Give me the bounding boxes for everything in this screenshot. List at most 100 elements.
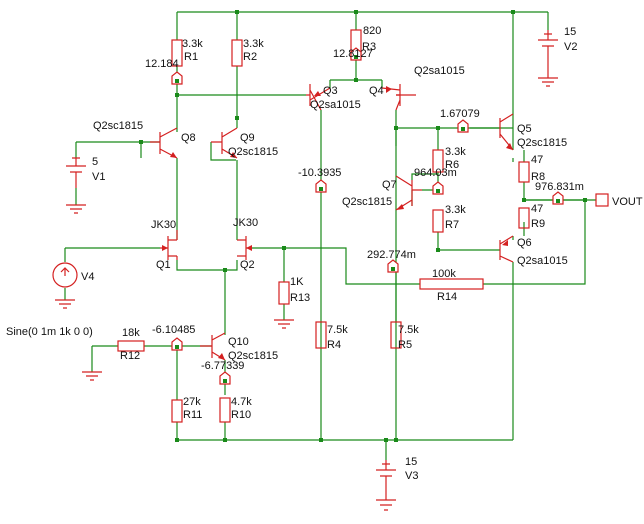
q7-name: Q7 [382,179,397,191]
r2-name: R2 [243,51,257,63]
r7-value: 3.3k [445,204,466,216]
wires [64,11,596,460]
q4-model: Q2sa1015 [414,65,465,77]
resistor-r6[interactable] [432,149,444,173]
probe-r4-value: -10.3935 [298,167,341,179]
voltage-source-v1[interactable] [66,157,86,214]
r1-value: 3.3k [182,38,203,50]
r12-name: R12 [120,350,140,362]
probe-labels: 12.184 12.8127 1.67079 -10.3935 964.03m … [145,48,584,372]
probe-q10-emitter-value: -6.77339 [201,360,244,372]
v2-value: 15 [564,26,576,38]
resistor-r11[interactable] [171,399,183,423]
voltage-probes [171,47,564,385]
resistor-r5[interactable] [390,321,402,349]
q9-model: Q2sc1815 [228,146,278,158]
r14-value: 100k [432,268,456,280]
q8-name: Q8 [181,132,196,144]
q2-model: JK30 [233,217,258,229]
v1-name: V1 [92,171,105,183]
r4-value: 7.5k [327,324,348,336]
r12-value: 18k [122,327,140,339]
r13-value: 1K [290,276,304,288]
resistor-r1[interactable] [171,39,183,67]
ground-symbols [82,319,294,381]
transistor-q6[interactable] [499,235,514,263]
q9-name: Q9 [240,132,255,144]
r11-value: 27k [183,396,201,408]
probe-r3-value: 12.8127 [333,48,373,60]
transistor-q1[interactable] [160,230,178,260]
probe-q10-base-value: -6.10485 [152,324,195,336]
r8-name: R8 [531,171,545,183]
junctions [139,10,587,442]
r5-value: 7.5k [398,324,419,336]
q7-model: Q2sc1815 [342,196,392,208]
q3-name: Q3 [323,85,338,97]
q8-model: Q2sc1815 [93,120,143,132]
r4-name: R4 [327,339,341,351]
transistor-q8[interactable] [150,127,178,159]
r10-name: R10 [231,409,251,421]
q2-name: Q2 [240,259,255,271]
r8-value: 47 [531,154,543,166]
resistor-r8[interactable] [518,161,530,183]
q10-model: Q2sc1815 [228,350,278,362]
r3-name: R3 [362,41,376,53]
v2-name: V2 [564,41,577,53]
transistor-q10[interactable] [200,332,226,361]
voltage-source-v3[interactable] [376,460,396,511]
v1-value: 5 [92,156,98,168]
r1-name: R1 [184,51,198,63]
resistor-r10[interactable] [219,397,231,423]
transistor-q5[interactable] [499,113,514,151]
r13-name: R13 [290,292,310,304]
q10-name: Q10 [228,336,249,348]
r5-name: R5 [398,339,412,351]
q5-name: Q5 [517,123,532,135]
resistor-r4[interactable] [315,321,327,349]
voltage-source-v2[interactable] [538,30,558,87]
transistor-q9[interactable] [211,127,238,159]
r10-value: 4.7k [231,396,252,408]
q6-model: Q2sa1015 [517,255,568,267]
r2-value: 3.3k [243,38,264,50]
voltage-source-v4[interactable] [52,262,78,309]
q1-name: Q1 [156,259,171,271]
q3-model: Q2sa1015 [310,99,361,111]
probe-r1-value: 12.184 [145,58,179,70]
probe-q5-base-value: 1.67079 [440,108,480,120]
resistor-r13[interactable] [278,281,290,305]
r7-name: R7 [445,219,459,231]
r3-value: 820 [363,25,381,37]
r14-name: R14 [437,291,457,303]
v4-source-spec: Sine(0 1m 1k 0 0) [6,326,93,338]
q5-model: Q2sc1815 [517,137,567,149]
vout-label: VOUT [612,196,643,208]
r6-value: 3.3k [445,146,466,158]
component-labels: 3.3k R1 3.3k R2 820 R3 7.5k R4 7.5k R5 3… [6,25,643,482]
transistor-q3[interactable] [306,84,331,111]
transistor-q4[interactable] [381,84,416,111]
resistor-r12[interactable] [117,340,145,352]
r11-name: R11 [183,409,202,421]
probe-q6-base-value: 292.774m [367,249,416,261]
v3-name: V3 [405,470,418,482]
probe-out-value: 976.831m [535,181,584,193]
resistor-r7[interactable] [432,209,444,233]
output-terminal-vout[interactable] [595,193,609,207]
q4-name: Q4 [369,85,384,97]
r6-name: R6 [445,159,459,171]
q1-model: JK30 [151,219,176,231]
v3-value: 15 [405,456,417,468]
resistor-r14[interactable] [419,278,484,290]
resistor-r9[interactable] [518,207,530,229]
probe-q7-value: 964.03m [414,167,457,179]
transistor-q2[interactable] [237,236,252,260]
transistor-q7[interactable] [395,175,422,211]
v4-name: V4 [81,271,94,283]
resistor-r2[interactable] [231,39,243,67]
r9-value: 47 [531,203,543,215]
